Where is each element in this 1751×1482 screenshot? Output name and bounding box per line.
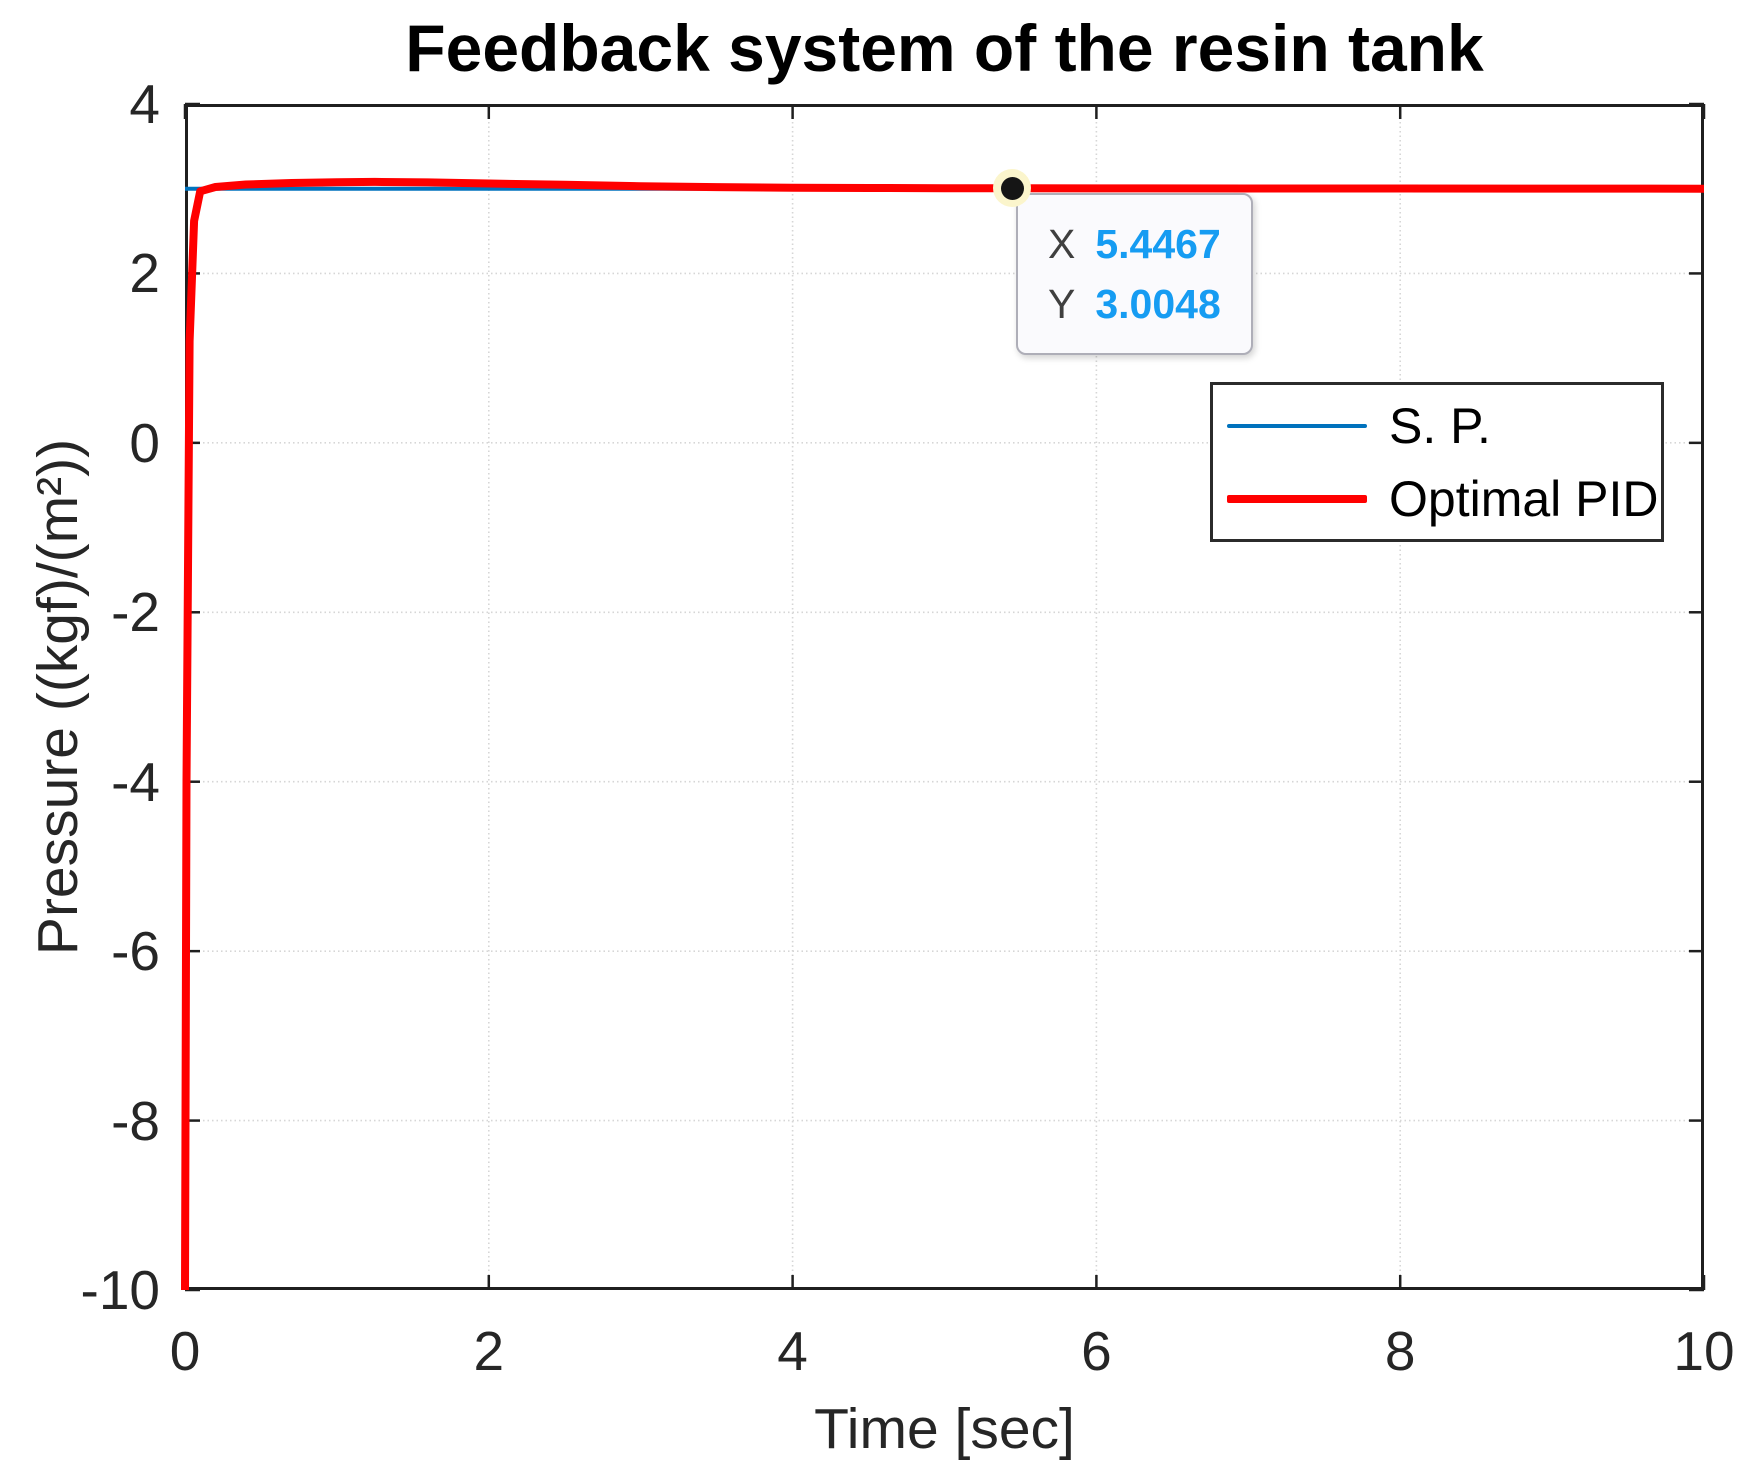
plot-svg[interactable] bbox=[181, 102, 1706, 1292]
y-tick-label: 4 bbox=[129, 73, 160, 135]
legend-label-sp: S. P. bbox=[1389, 397, 1491, 454]
y-tick-label: -2 bbox=[111, 581, 160, 644]
datatip-x-row: X 5.4467 bbox=[1048, 221, 1251, 267]
x-tick-label: 8 bbox=[1384, 1320, 1416, 1382]
y-tick-label: -4 bbox=[111, 750, 160, 813]
legend[interactable]: S. P. Optimal PID bbox=[1210, 382, 1664, 542]
y-tick-label: 0 bbox=[129, 411, 160, 474]
y-tick-label: -8 bbox=[111, 1089, 160, 1152]
datatip-x-label: X bbox=[1048, 221, 1076, 267]
legend-line-sample-optimal-pid bbox=[1227, 494, 1367, 503]
datatip[interactable]: X 5.4467 Y 3.0048 bbox=[1016, 193, 1253, 355]
datatip-marker[interactable] bbox=[1000, 176, 1024, 200]
y-axis-label: Pressure ((kgf)/(m²)) bbox=[26, 438, 90, 956]
legend-item-sp[interactable]: S. P. bbox=[1213, 400, 1661, 452]
y-tick-label: -10 bbox=[80, 1259, 161, 1321]
series-line-optimal-pid bbox=[181, 177, 1705, 1291]
datatip-y-value: 3.0048 bbox=[1095, 281, 1221, 327]
x-tick-label: 2 bbox=[473, 1320, 505, 1382]
datatip-x-value: 5.4467 bbox=[1095, 221, 1221, 267]
x-axis-label: Time [sec] bbox=[814, 1397, 1075, 1461]
legend-label-optimal-pid: Optimal PID bbox=[1389, 470, 1659, 527]
plot-area[interactable] bbox=[181, 102, 1706, 1292]
datatip-y-row: Y 3.0048 bbox=[1048, 281, 1251, 327]
y-tick-label: -6 bbox=[111, 920, 160, 983]
x-tick-label: 6 bbox=[1081, 1320, 1112, 1382]
axes-box bbox=[185, 104, 1704, 1290]
y-tick-label: 2 bbox=[129, 242, 160, 305]
datatip-y-label: Y bbox=[1048, 281, 1076, 327]
legend-line-sample-sp bbox=[1227, 423, 1367, 428]
x-tick-label: 10 bbox=[1673, 1320, 1735, 1382]
chart-title: Feedback system of the resin tank bbox=[405, 11, 1484, 85]
x-tick-label: 4 bbox=[777, 1320, 808, 1382]
legend-item-optimal-pid[interactable]: Optimal PID bbox=[1213, 473, 1661, 525]
x-tick-label: 0 bbox=[169, 1320, 201, 1382]
